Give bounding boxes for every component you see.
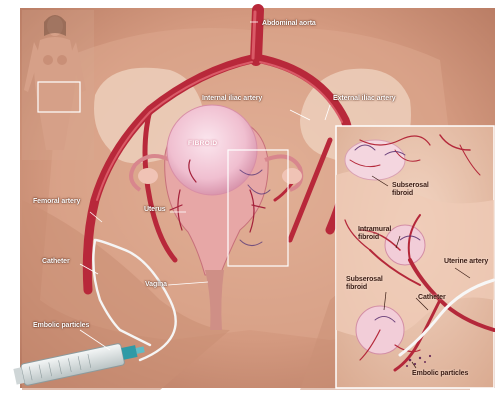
label-catheter: Catheter	[42, 258, 70, 266]
inset-label-subserosal-bottom-line2: fibroid	[346, 284, 383, 292]
label-fibroid: FIBROID	[188, 140, 218, 148]
inset-label-catheter: Catheter	[418, 294, 446, 302]
inset-label-embolic-particles: Embolic particles	[412, 370, 468, 378]
inset-label-uterine-artery: Uterine artery	[444, 258, 488, 266]
label-internal-iliac-artery: Internal iliac artery	[202, 95, 262, 103]
label-embolic-particles: Embolic particles	[33, 322, 89, 330]
label-femoral-artery: Femoral artery	[33, 198, 80, 206]
label-abdominal-aorta: Abdominal aorta	[262, 20, 316, 28]
inset-label-intramural-line2: fibroid	[358, 234, 391, 242]
inset-panel	[336, 126, 494, 388]
inset-fibroid-subserosal-top	[345, 140, 405, 180]
ovary-right	[282, 168, 302, 184]
inset-label-subserosal-bottom-line1: Subserosal	[346, 276, 383, 284]
inset-label-intramural-fibroid: Intramural fibroid	[358, 226, 391, 242]
inset-label-subserosal-top-line2: fibroid	[392, 190, 429, 198]
label-external-iliac-artery: External iliac artery	[333, 95, 396, 103]
inset-label-subserosal-fibroid-bottom: Subserosal fibroid	[346, 276, 383, 292]
inset-label-subserosal-top-line1: Subserosal	[392, 182, 429, 190]
label-uterus: Uterus	[144, 206, 166, 214]
inset-label-subserosal-fibroid-top: Subserosal fibroid	[392, 182, 429, 198]
thumbnail-figure	[22, 10, 94, 160]
ovary-left	[138, 168, 158, 184]
label-vagina: Vagina	[145, 281, 167, 289]
inset-label-intramural-line1: Intramural	[358, 226, 391, 234]
